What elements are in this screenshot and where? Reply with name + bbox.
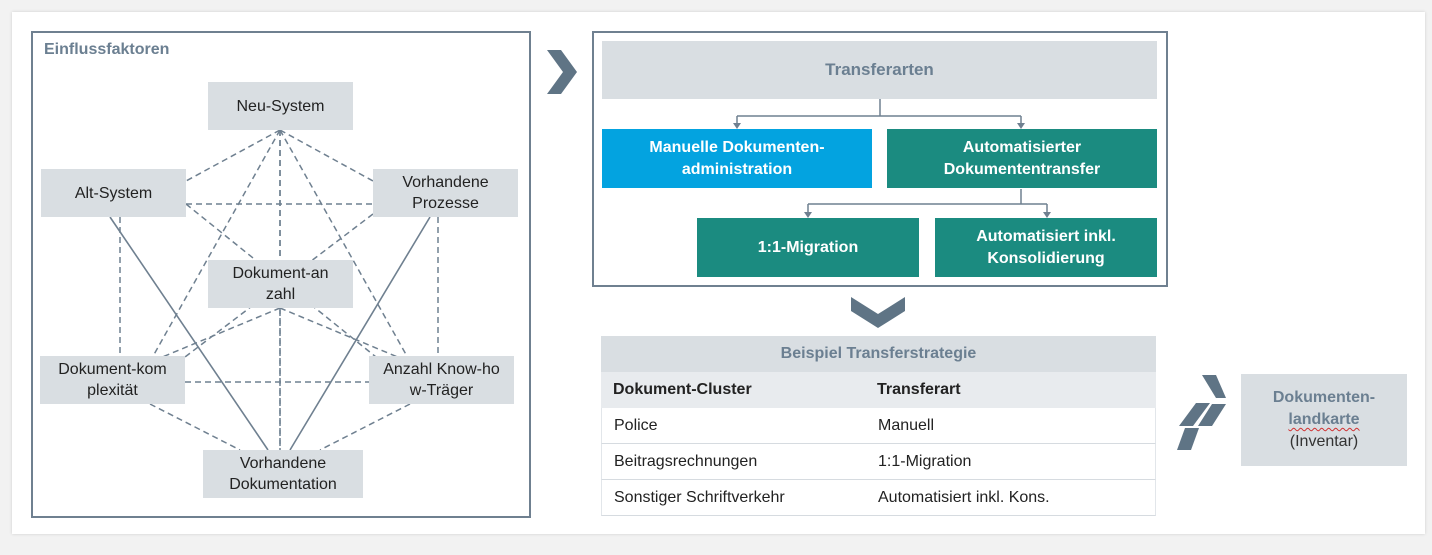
table-header-row: Dokument-Cluster Transferart (601, 372, 1156, 408)
konsolidierung-label: Automatisiert inkl. Konsolidierung (976, 227, 1116, 267)
transferarten-header: Transferarten (602, 41, 1157, 99)
table-cell-cluster: Beitragsrechnungen (614, 452, 758, 470)
table-row: Police Manuell (601, 408, 1156, 444)
dokumentenlandkarte-box: Dokumenten- landkarte (Inventar) (1241, 374, 1407, 466)
table-cell-transferart: 1:1-Migration (878, 452, 972, 470)
auto-label: Automatisierter Dokumententransfer (943, 138, 1101, 178)
table-header-cluster: Dokument-Cluster (613, 381, 752, 398)
node-alt-system: Alt-System (41, 169, 186, 217)
node-vorhandene-prozesse: Vorhandene Prozesse (373, 169, 518, 217)
table-cell-cluster: Police (614, 416, 658, 434)
migration-box: 1:1-Migration (697, 218, 919, 277)
manuelle-label: Manuelle Dokumenten-administration (649, 138, 825, 178)
node-vorhandene-prozesse-label: Vorhandene Prozesse (402, 174, 489, 212)
node-dokumentkomplexitaet: Dokument-komplexität (40, 356, 185, 404)
table-cell-transferart: Automatisiert inkl. Kons. (878, 488, 1050, 506)
side-box-line1: Dokumenten- (1272, 389, 1376, 406)
transferstrategie-table: Beispiel Transferstrategie Dokument-Clus… (601, 336, 1156, 516)
manuelle-dokumentenadministration-box: Manuelle Dokumenten-administration (602, 129, 872, 188)
node-vorhandene-dokumentation: Vorhandene Dokumentation (203, 450, 363, 498)
table-cell-transferart: Manuell (878, 416, 935, 434)
node-know-how-traeger: Anzahl Know-how-Träger (369, 356, 514, 404)
automatisierter-dokumententransfer-box: Automatisierter Dokumententransfer (887, 129, 1157, 188)
table-title: Beispiel Transferstrategie (601, 336, 1156, 372)
side-box-line2: landkarte (1288, 411, 1360, 428)
table-row: Beitragsrechnungen 1:1-Migration (601, 444, 1156, 480)
node-neu-system: Neu-System (208, 82, 353, 130)
table-header-transferart: Transferart (877, 381, 961, 398)
table-row: Sonstiger Schriftverkehr Automatisiert i… (601, 480, 1156, 516)
side-box-line3: (Inventar) (1289, 433, 1359, 450)
node-dokumentkomplexitaet-label: Dokument-komplexität (58, 361, 167, 399)
node-dokumentanzahl-label: Dokument-anzahl (232, 265, 329, 303)
node-dokumentanzahl: Dokument-anzahl (208, 260, 353, 308)
konsolidierung-box: Automatisiert inkl. Konsolidierung (935, 218, 1157, 277)
node-know-how-traeger-label: Anzahl Know-how-Träger (383, 361, 500, 399)
table-cell-cluster: Sonstiger Schriftverkehr (614, 488, 785, 506)
node-vorhandene-dokumentation-label: Vorhandene Dokumentation (229, 455, 337, 493)
einflussfaktoren-title: Einflussfaktoren (44, 41, 170, 58)
